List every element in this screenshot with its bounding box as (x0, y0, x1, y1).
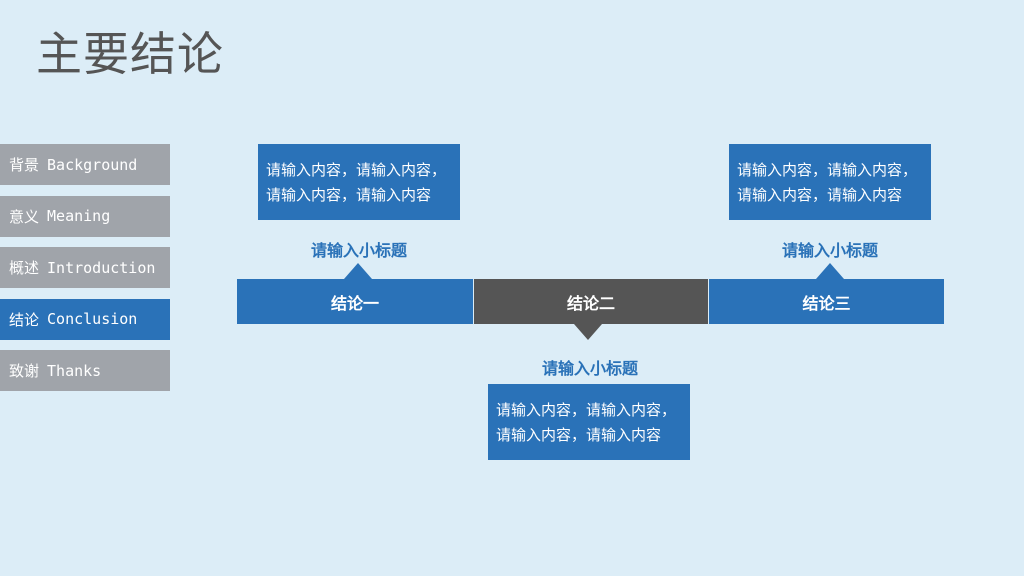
content-line: 请输入内容，请输入内容 (266, 186, 432, 204)
page-title: 主要结论 (36, 27, 224, 81)
sidebar-item-meaning[interactable]: 意义 Meaning (0, 195, 170, 237)
content-line: 请输入内容，请输入内容， (266, 161, 447, 179)
sidebar-item-background[interactable]: 背景 Background (0, 144, 170, 185)
sidebar-item-label-en: Meaning (47, 207, 111, 225)
timeline-segment-2: 结论二 (474, 279, 708, 324)
subtitle-2: 请输入小标题 (541, 359, 638, 378)
sidebar-nav: 背景 Background 意义 Meaning 概述 Introduction… (0, 144, 170, 402)
sidebar-item-label-zh: 概述 (9, 259, 40, 277)
sidebar-item-label-en: Thanks (47, 361, 102, 380)
content-line: 请输入内容，请输入内容， (496, 401, 677, 419)
sidebar-item-label-en: Introduction (47, 258, 156, 277)
sidebar-item-label-zh: 背景 (9, 156, 40, 174)
sidebar-item-label-zh: 结论 (9, 310, 40, 329)
pointer-down-arrow-2 (574, 324, 602, 340)
content-box-1: 请输入内容，请输入内容， 请输入内容，请输入内容 (258, 144, 460, 220)
timeline-segment-1: 结论一 (237, 279, 473, 324)
content-line: 请输入内容，请输入内容 (737, 186, 903, 204)
sidebar-item-thanks[interactable]: 致谢 Thanks (0, 350, 170, 391)
subtitle-3: 请输入小标题 (781, 241, 878, 260)
sidebar-item-label-en: Conclusion (47, 310, 138, 328)
pointer-up-arrow-1 (344, 263, 372, 279)
sidebar-item-introduction[interactable]: 概述 Introduction (0, 247, 170, 288)
content-line: 请输入内容，请输入内容 (496, 426, 662, 444)
content-box-3: 请输入内容，请输入内容， 请输入内容，请输入内容 (729, 144, 931, 220)
segment-label: 结论一 (330, 293, 379, 313)
sidebar-item-label-zh: 意义 (9, 207, 40, 226)
timeline-segment-3: 结论三 (709, 279, 944, 324)
subtitle-1: 请输入小标题 (310, 241, 407, 260)
pointer-up-arrow-3 (816, 263, 844, 279)
segment-label: 结论二 (566, 293, 615, 313)
content-box-2: 请输入内容，请输入内容， 请输入内容，请输入内容 (488, 384, 690, 460)
sidebar-item-label-en: Background (47, 155, 138, 174)
content-line: 请输入内容，请输入内容， (737, 161, 918, 179)
segment-label: 结论三 (802, 293, 851, 313)
sidebar-item-label-zh: 致谢 (9, 362, 40, 380)
sidebar-item-conclusion[interactable]: 结论 Conclusion (0, 298, 170, 340)
